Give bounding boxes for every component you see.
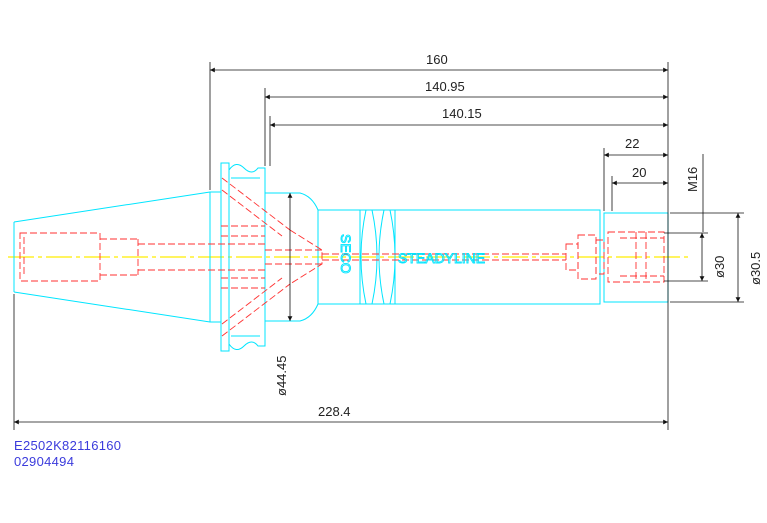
dim-140-15: 140.15 [442,106,482,121]
dim-dia-44-45: ø44.45 [274,356,289,396]
dim-20: 20 [632,165,646,180]
extension-lines [13,62,744,430]
dim-140-95: 140.95 [425,79,465,94]
dimension-lines [14,67,741,425]
seco-vertical-brand: SECO [338,234,354,274]
dim-thread-m16: M16 [685,167,700,192]
order-number: 02904494 [14,454,75,469]
hidden-lines [19,177,665,337]
dim-160: 160 [426,52,448,67]
steadyline-brand: STEADYLINE [398,250,485,266]
dim-22: 22 [625,136,639,151]
article-code: E2502K82116160 [14,438,122,453]
dim-228-4: 228.4 [318,404,351,419]
dim-dia-30: ø30 [712,256,727,278]
dim-dia-30-5: ø30.5 [748,252,763,285]
